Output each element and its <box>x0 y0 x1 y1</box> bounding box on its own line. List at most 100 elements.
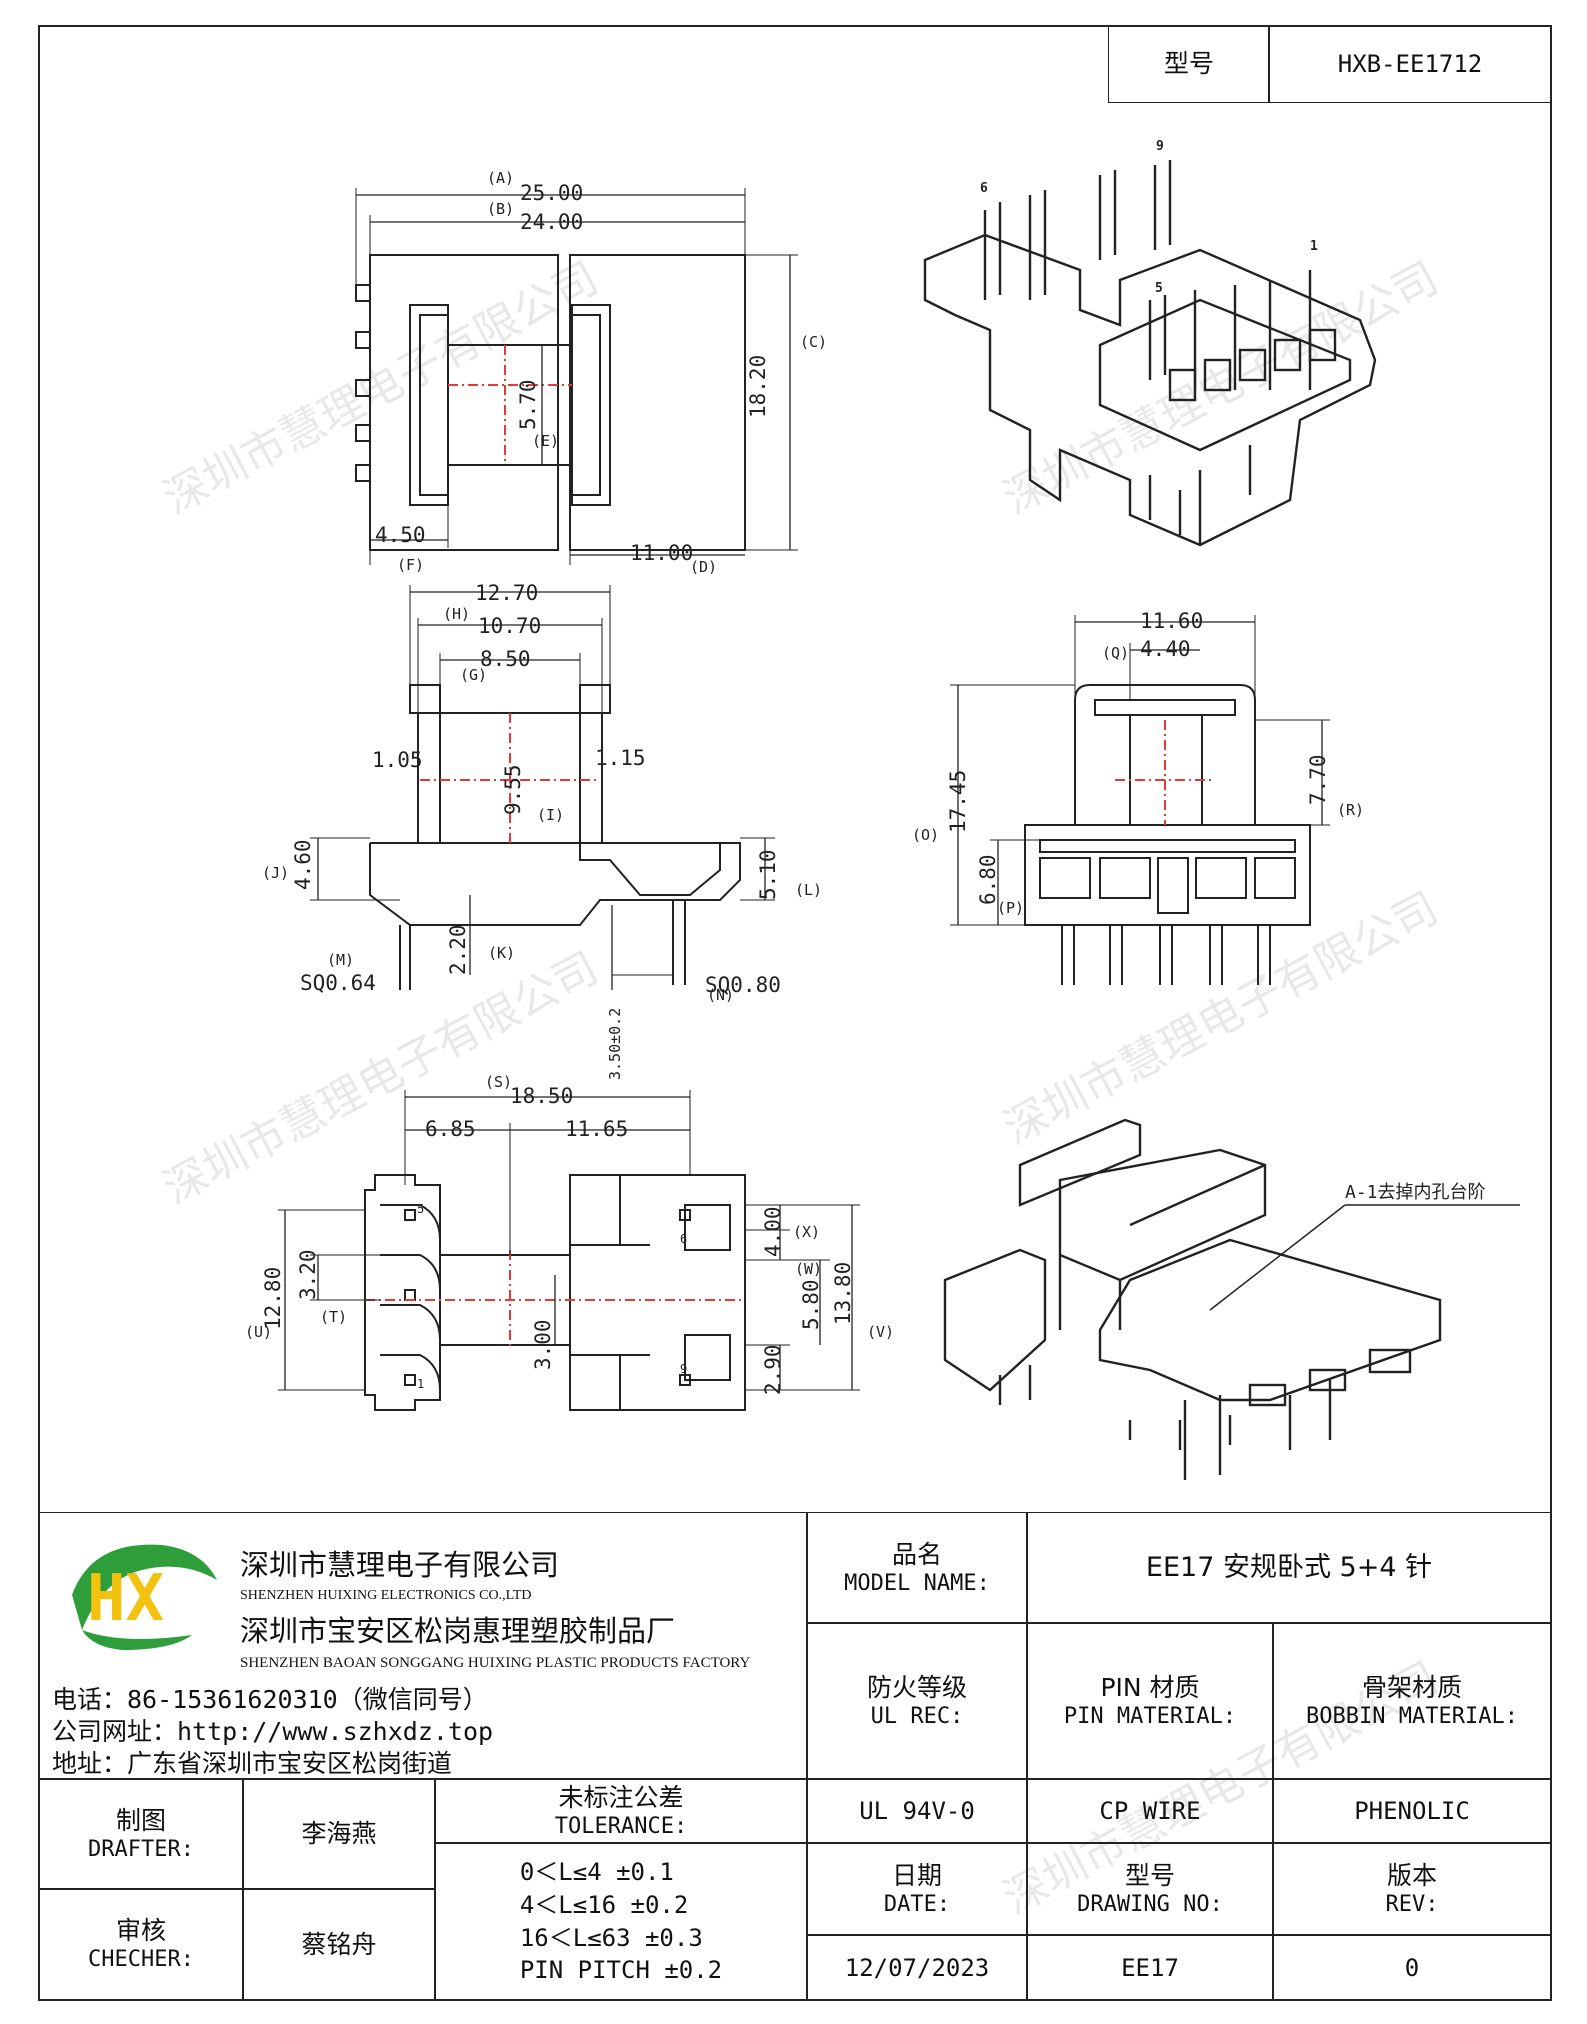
date-label-cn: 日期 <box>891 1860 942 1890</box>
model-name-label-en: MODEL NAME: <box>844 1570 990 1596</box>
pin-material-value: CP WIRE <box>1099 1797 1201 1825</box>
dim-A: 25.00 <box>520 181 583 205</box>
company-address: 地址：广东省深圳市宝安区松岗街道 <box>52 1749 453 1778</box>
tolerance-label-en: TOLERANCE: <box>554 1813 688 1839</box>
drawing-no-label-cn: 型号 <box>1124 1860 1175 1890</box>
dim-N-label: (N) <box>707 986 734 1004</box>
bobbin-material-value: PHENOLIC <box>1354 1797 1470 1825</box>
dim-side-left: 1.05 <box>372 748 423 772</box>
ul-label-en: UL REC: <box>870 1703 964 1729</box>
drafter-value-cell: 李海燕 <box>242 1778 436 1890</box>
company-logo: HX <box>72 1544 217 1650</box>
pin-label-1: 1 <box>417 1377 424 1391</box>
drafter-label-cell: 制图 DRAFTER: <box>38 1778 244 1890</box>
side-view <box>310 585 775 990</box>
dim-pin-length: 3.50±0.2 <box>606 1008 624 1080</box>
iso-pin-1: 1 <box>1310 239 1318 254</box>
tolerance-label-cell: 未标注公差 TOLERANCE: <box>434 1778 808 1844</box>
model-name-label-cell: 品名 MODEL NAME: <box>806 1512 1028 1624</box>
rev-label-en: REV: <box>1385 1891 1439 1917</box>
dim-K: 2.20 <box>446 924 470 975</box>
tolerance-line: 0＜L≤4 ±0.1 <box>519 1858 674 1887</box>
drafter-label-cn: 制图 <box>115 1805 166 1835</box>
dim-X-label: (X) <box>793 1223 820 1241</box>
pin-material-label-cell: PIN 材质 PIN MATERIAL: <box>1026 1622 1274 1780</box>
dim-W-label: (W) <box>795 1260 822 1278</box>
dim-G: 8.50 <box>480 647 531 671</box>
dim-I: 9.55 <box>501 764 525 815</box>
dim-P: 6.80 <box>976 854 1000 905</box>
pin-material-label-cn: PIN 材质 <box>1100 1672 1200 1702</box>
company-website: 公司网址：http://www.szhxdz.top <box>52 1717 494 1746</box>
dim-front-total: 11.60 <box>1140 609 1203 633</box>
iso-view-bottom <box>943 1118 1520 1480</box>
checker-label-cn: 审核 <box>115 1916 166 1946</box>
dim-G-label: (G) <box>460 666 487 684</box>
dim-bottom-right: 11.65 <box>565 1117 628 1141</box>
dim-C-label: (C) <box>800 333 827 351</box>
ul-value-cell: UL 94V-0 <box>806 1778 1028 1844</box>
dim-I-label: (I) <box>537 806 564 824</box>
dim-B: 24.00 <box>520 210 583 234</box>
dim-W: 5.80 <box>799 1279 823 1330</box>
dim-O-label: (O) <box>912 826 939 844</box>
dim-E: 5.70 <box>516 379 540 430</box>
ul-value: UL 94V-0 <box>859 1797 975 1825</box>
dim-H-label: (H) <box>443 605 470 623</box>
dim-bottom-left: 6.85 <box>425 1117 476 1141</box>
dim-A-label: (A) <box>487 169 514 187</box>
rev-label-cn: 版本 <box>1386 1860 1437 1890</box>
tolerance-line: PIN PITCH ±0.2 <box>519 1956 723 1985</box>
rev-value-cell: 0 <box>1272 1934 1552 2001</box>
dim-R-label: (R) <box>1337 801 1364 819</box>
dim-E-label: (E) <box>532 432 559 450</box>
dim-M-label: (M) <box>327 951 354 969</box>
dim-bottom-small: 2.90 <box>761 1344 785 1395</box>
dim-S-label: (S) <box>485 1073 512 1091</box>
date-label-en: DATE: <box>883 1891 951 1917</box>
pin-label-9: 9 <box>680 1362 687 1376</box>
iso-pin-6: 6 <box>980 181 988 196</box>
technical-drawing: (A) 25.00 (B) 24.00 (C) 18.20 (E) 5.70 4… <box>245 139 1520 1480</box>
dim-V: 13.80 <box>831 1262 855 1325</box>
date-value-cell: 12/07/2023 <box>806 1934 1028 2001</box>
factory-name-en: SHENZHEN BAOAN SONGGANG HUIXING PLASTIC … <box>240 1655 751 1671</box>
drafter-value: 李海燕 <box>301 1819 377 1849</box>
date-value: 12/07/2023 <box>844 1953 990 1982</box>
checker-label-en: CHECHER: <box>88 1947 194 1973</box>
front-view <box>950 615 1330 985</box>
dim-U-label: (U) <box>245 1323 272 1341</box>
drawing-no-value-cell: EE17 <box>1026 1934 1274 2001</box>
rev-label-cell: 版本 REV: <box>1272 1842 1552 1936</box>
dim-Q: 4.40 <box>1140 637 1191 661</box>
dim-F-label: (F) <box>397 556 424 574</box>
dim-D: 11.00 <box>630 541 693 565</box>
dim-C: 18.20 <box>746 355 770 418</box>
iso-pin-9: 9 <box>1156 139 1164 154</box>
tolerance-line: 16＜L≤63 ±0.3 <box>519 1923 703 1952</box>
dim-P-label: (P) <box>997 899 1024 917</box>
drawing-no-label-en: DRAWING NO: <box>1077 1891 1223 1917</box>
dim-side-right: 1.15 <box>595 746 646 770</box>
drawing-no-value: EE17 <box>1121 1953 1179 1982</box>
tolerance-values-cell: 0＜L≤4 ±0.1 4＜L≤16 ±0.2 16＜L≤63 ±0.3 PIN … <box>434 1842 808 2001</box>
dim-U: 12.80 <box>261 1267 285 1330</box>
ul-label-cell: 防火等级 UL REC: <box>806 1622 1028 1780</box>
pin-material-value-cell: CP WIRE <box>1026 1778 1274 1844</box>
header-model-value-cell: HXB-EE1712 <box>1268 25 1552 103</box>
pin-label-6: 6 <box>680 1232 687 1246</box>
dim-V-label: (V) <box>867 1323 894 1341</box>
model-name-value-cell: EE17 安规卧式 5+4 针 <box>1026 1512 1552 1624</box>
dim-T-label: (T) <box>320 1308 347 1326</box>
header-model-label-cell: 型号 <box>1108 25 1270 103</box>
iso-pin-5: 5 <box>1155 281 1163 296</box>
dim-B-label: (B) <box>487 200 514 218</box>
checker-value-cell: 蔡铭舟 <box>242 1888 436 2001</box>
dim-T: 3.20 <box>296 1249 320 1300</box>
drafter-label-en: DRAFTER: <box>88 1836 194 1862</box>
dim-L: 5.10 <box>756 849 780 900</box>
dim-R: 7.70 <box>1306 754 1330 805</box>
bobbin-material-value-cell: PHENOLIC <box>1272 1778 1552 1844</box>
dim-Q-label: (Q) <box>1102 644 1129 662</box>
company-name-en: SHENZHEN HUIXING ELECTRONICS CO.,LTD <box>240 1588 532 1603</box>
